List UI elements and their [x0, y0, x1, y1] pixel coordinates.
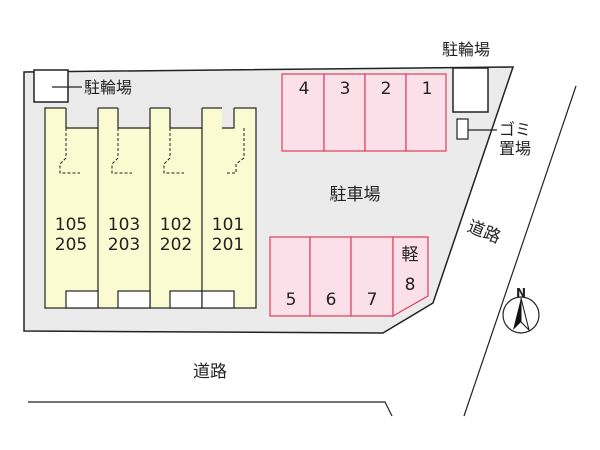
compass-needle-dark	[513, 298, 521, 330]
building-recess-edge	[117, 108, 151, 129]
unit-entrance	[201, 290, 235, 309]
parking-space-kei	[392, 236, 429, 318]
building-recess-edge	[222, 108, 235, 129]
parking-row-bottom: 5 6 7 軽 8	[269, 236, 429, 318]
parking-row-top: 4 3 2 1	[281, 73, 447, 152]
unit-entrance	[169, 290, 203, 309]
unit-number-top: 103	[108, 215, 140, 235]
unit-number-top: 102	[160, 215, 192, 235]
bicycle-parking-left-label: 駐輪場	[84, 78, 132, 97]
unit-number-bottom: 205	[55, 235, 87, 255]
unit-number-top: 105	[55, 215, 87, 235]
parking-number: 1	[422, 79, 433, 99]
building-recess	[118, 106, 150, 127]
road-south-label: 道路	[193, 362, 227, 382]
parking-number: 4	[299, 79, 310, 99]
stair-dashed-outline	[225, 128, 245, 174]
building-recess	[66, 106, 98, 127]
unit-number-bottom: 201	[212, 235, 244, 255]
road-south-edge	[28, 401, 393, 417]
bicycle-parking-right-box	[452, 67, 489, 113]
unit-number-top: 101	[212, 215, 244, 235]
road-east-edge-left	[463, 85, 577, 417]
parking-number: 7	[367, 290, 378, 310]
garbage-area-label-line1: ゴミ	[499, 120, 531, 139]
parking-number: 2	[381, 79, 392, 99]
unit-number-bottom: 203	[108, 235, 140, 255]
parking-number: 5	[286, 290, 297, 310]
parking-space	[405, 73, 447, 152]
unit-entrance	[65, 290, 99, 309]
road-east-label: 道路	[464, 217, 503, 248]
building-recess-edge	[169, 108, 203, 129]
parking-area-label: 駐車場	[330, 185, 381, 205]
parking-space	[281, 73, 325, 152]
garbage-area-label-line2: 置場	[499, 139, 531, 158]
north-arrow: N	[502, 286, 540, 334]
building-recess	[222, 106, 234, 127]
north-label: N	[516, 286, 526, 300]
stair-dashed-outline	[111, 128, 132, 174]
bicycle-parking-right-label: 駐輪場	[442, 40, 490, 59]
stair-dashed-outline	[163, 128, 184, 174]
unit-number-bottom: 202	[160, 235, 192, 255]
parking-space	[364, 73, 407, 152]
parking-space	[309, 236, 352, 317]
stair-dashed-outline	[59, 128, 80, 174]
parking-number: 6	[326, 290, 337, 310]
unit-entrance	[117, 290, 151, 309]
compass-needle-light	[520, 297, 530, 332]
building-recess-edge	[65, 108, 99, 129]
parking-kei-label: 軽	[402, 245, 419, 265]
parking-space	[350, 236, 394, 317]
garbage-area-box	[456, 118, 469, 140]
parking-number: 3	[340, 79, 351, 99]
parking-number: 8	[405, 275, 416, 295]
apartment-building: 105 205 103 203 102 202 101 201	[44, 106, 257, 309]
building-recess	[170, 106, 202, 127]
bicycle-parking-left-box	[33, 69, 69, 103]
